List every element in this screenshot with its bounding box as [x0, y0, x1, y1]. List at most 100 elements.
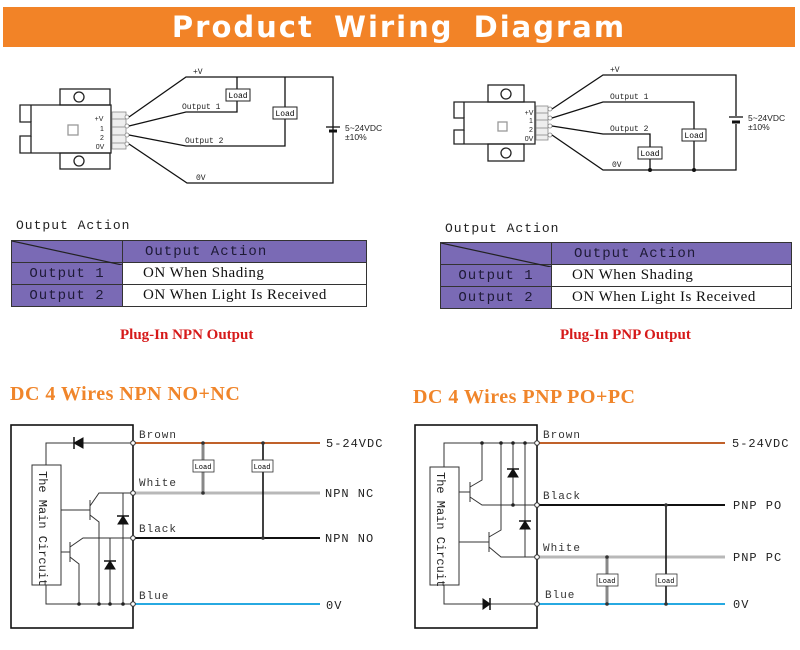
junction-dots: [480, 441, 527, 507]
load-boxes: Load Load: [225, 88, 298, 120]
wire-color-labels: Brown Black White Blue: [543, 430, 581, 602]
svg-text:NPN NO: NPN NO: [325, 532, 374, 546]
table-row: Output 1 ON When Shading: [11, 262, 367, 285]
svg-text:White: White: [139, 478, 177, 490]
npn-plugin-caption: Plug-In NPN Output: [120, 327, 254, 343]
terminal-labels: 5-24VDC PNP PO PNP PC 0V: [732, 437, 789, 612]
wires: [551, 74, 737, 171]
svg-text:White: White: [543, 543, 581, 555]
table-header-cell: Output Action: [551, 242, 792, 265]
row-label: Output 1: [11, 262, 123, 285]
terminal-labels: 5-24VDC NPN NC NPN NO 0V: [325, 437, 383, 613]
row-value: ON When Light Is Received: [122, 284, 367, 307]
svg-text:Load: Load: [254, 464, 271, 472]
svg-text:0V: 0V: [196, 174, 206, 183]
svg-text:5~24VDC: 5~24VDC: [345, 123, 382, 133]
svg-text:Output 1: Output 1: [182, 103, 221, 112]
pin-labels: +V 1 2 0V: [95, 116, 105, 151]
wire-color-labels: Brown White Black Blue: [139, 430, 177, 603]
svg-text:5-24VDC: 5-24VDC: [732, 437, 789, 451]
pnp-table-caption: Output Action: [445, 221, 560, 236]
svg-text:Brown: Brown: [543, 430, 581, 442]
npn-output-action-table: Output Action Output 1 ON When Shading O…: [11, 240, 367, 307]
svg-text:1: 1: [100, 126, 104, 133]
table-row: Output 2 ON When Light Is Received: [440, 286, 792, 309]
battery-icon: [729, 116, 743, 124]
row-label: Output 1: [440, 264, 552, 287]
npn-table-caption: Output Action: [16, 218, 131, 233]
svg-text:Black: Black: [543, 491, 581, 503]
svg-text:5-24VDC: 5-24VDC: [326, 437, 383, 451]
wire-labels: +V Output 1 Output 2 0V 5~24VDC ±10%: [610, 66, 785, 170]
main-circuit-label: The Main Circuit: [35, 471, 49, 586]
svg-text:+V: +V: [95, 116, 104, 123]
npn-4wire-title: DC 4 Wires NPN NO+NC: [10, 383, 241, 405]
svg-text:Blue: Blue: [545, 590, 575, 602]
svg-text:Output 2: Output 2: [610, 125, 649, 134]
load-boxes: Load Load: [192, 459, 274, 473]
table-row: Output 2 ON When Light Is Received: [11, 284, 367, 307]
pnp-4wire-title: DC 4 Wires PNP PO+PC: [413, 386, 636, 408]
svg-text:PNP PC: PNP PC: [733, 551, 782, 565]
svg-text:±10%: ±10%: [748, 122, 770, 132]
svg-text:Black: Black: [139, 524, 177, 536]
page-title: Product Wiring Diagram: [171, 10, 627, 44]
npn-plugin-wiring-diagram: +V 1 2 0V Load Load +V Output 1 Output 2…: [19, 68, 382, 184]
svg-text:1: 1: [529, 118, 533, 125]
row-value: ON When Shading: [122, 262, 367, 285]
svg-text:Load: Load: [195, 464, 212, 472]
pnp-output-action-table: Output Action Output 1 ON When Shading O…: [440, 242, 792, 309]
svg-text:Output 1: Output 1: [610, 93, 649, 102]
svg-text:0V: 0V: [612, 161, 622, 170]
junction-dots: [77, 602, 125, 606]
table-corner-cell: [11, 240, 123, 265]
svg-text:0V: 0V: [326, 599, 342, 613]
pnp-4wire-circuit-diagram: The Main Circuit Load Load Brown Bl: [414, 424, 789, 629]
sensor-body: [19, 88, 112, 170]
table-row: Output 1 ON When Shading: [440, 264, 792, 287]
svg-text:NPN NC: NPN NC: [325, 487, 374, 501]
row-label: Output 2: [440, 286, 552, 309]
diode-icons: [482, 468, 531, 610]
table-header-row: Output Action: [11, 240, 367, 265]
sensor-housing: [414, 424, 538, 629]
row-label: Output 2: [11, 284, 123, 307]
table-header-row: Output Action: [440, 242, 792, 267]
svg-text:+V: +V: [610, 66, 620, 75]
svg-text:0V: 0V: [733, 598, 749, 612]
svg-text:5~24VDC: 5~24VDC: [748, 113, 785, 123]
page-title-banner: Product Wiring Diagram: [3, 7, 795, 47]
svg-text:Load: Load: [658, 578, 675, 586]
svg-text:Output 2: Output 2: [185, 137, 224, 146]
pin-connectors: [111, 111, 130, 150]
table-header-cell: Output Action: [122, 240, 367, 263]
sensor-housing: [10, 424, 134, 629]
svg-text:PNP PO: PNP PO: [733, 499, 782, 513]
battery-icon: [326, 126, 340, 133]
svg-text:Load: Load: [599, 578, 616, 586]
svg-text:Blue: Blue: [139, 591, 169, 603]
row-value: ON When Shading: [551, 264, 792, 287]
diode-icons: [72, 437, 129, 570]
svg-text:±10%: ±10%: [345, 132, 367, 142]
junction-dots: [648, 168, 696, 172]
svg-text:Load: Load: [640, 150, 659, 159]
svg-text:Load: Load: [684, 132, 703, 141]
svg-text:Load: Load: [275, 110, 294, 119]
svg-text:Load: Load: [228, 92, 247, 101]
svg-text:Brown: Brown: [139, 430, 177, 442]
terminal-dots: [534, 440, 540, 607]
load-boxes: Load Load: [637, 128, 707, 160]
pnp-plugin-caption: Plug-In PNP Output: [560, 327, 691, 343]
internal-wiring: [45, 442, 133, 605]
terminal-dots: [130, 440, 136, 607]
row-value: ON When Light Is Received: [551, 286, 792, 309]
svg-text:2: 2: [100, 135, 104, 142]
pin-labels: +V 1 2 0V: [525, 110, 534, 143]
sensor-body: [453, 84, 536, 162]
table-corner-cell: [440, 242, 552, 267]
main-circuit-label: The Main Circuit: [433, 472, 447, 587]
svg-text:2: 2: [529, 127, 533, 134]
svg-text:+V: +V: [193, 68, 203, 77]
pnp-plugin-wiring-diagram: +V 1 2 0V Load Load +V Output 1 Output 2…: [453, 66, 785, 172]
